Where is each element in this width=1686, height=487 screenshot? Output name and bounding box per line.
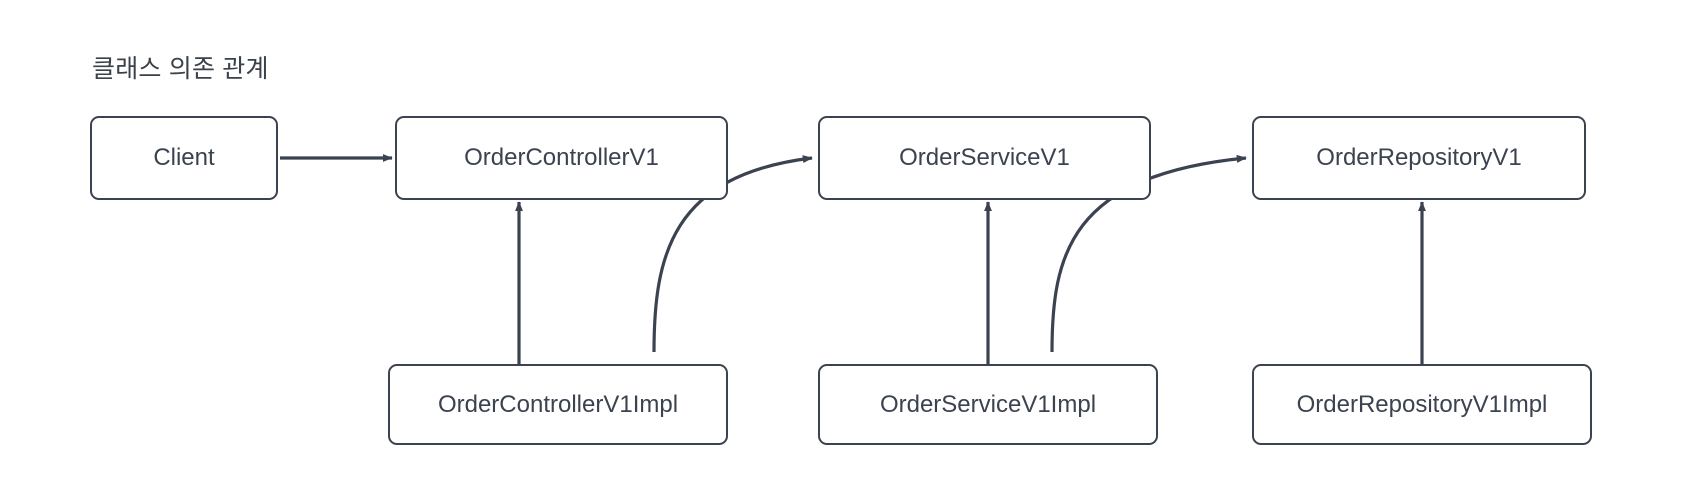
node-label: OrderRepositoryV1 xyxy=(1316,144,1522,171)
node-label: OrderControllerV1 xyxy=(464,144,659,171)
node-label: OrderRepositoryV1Impl xyxy=(1296,390,1548,418)
node-order-controller-v1[interactable]: OrderControllerV1 xyxy=(395,116,728,200)
page-title: 클래스 의존 관계 xyxy=(92,55,269,83)
node-order-service-v1-impl[interactable]: OrderServiceV1Impl xyxy=(818,364,1158,445)
edge-serviceimpl-to-repository xyxy=(1050,154,1247,353)
node-order-controller-v1-impl[interactable]: OrderControllerV1Impl xyxy=(388,364,728,445)
node-order-service-v1[interactable]: OrderServiceV1 xyxy=(818,116,1151,200)
node-label: OrderServiceV1 xyxy=(899,144,1070,171)
node-order-repository-v1[interactable]: OrderRepositoryV1 xyxy=(1252,116,1586,200)
node-label: OrderServiceV1Impl xyxy=(879,390,1097,418)
node-label: Client xyxy=(153,144,215,171)
node-order-repository-v1-impl[interactable]: OrderRepositoryV1Impl xyxy=(1252,364,1592,445)
node-label: OrderControllerV1Impl xyxy=(437,390,679,418)
node-client[interactable]: Client xyxy=(90,116,278,200)
edge-controllerimpl-to-service xyxy=(652,155,813,353)
